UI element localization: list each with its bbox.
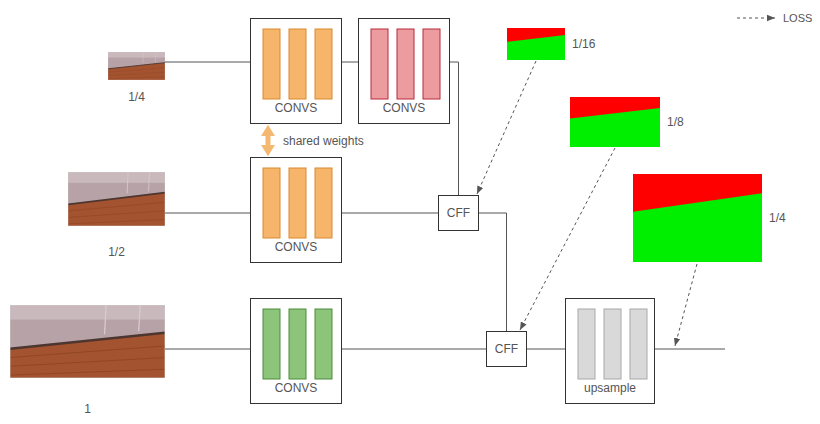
- upsample-block: upsample: [565, 298, 655, 404]
- shared-weights-arrow: [266, 136, 271, 145]
- input-image: 1: [10, 305, 165, 378]
- photo-illustration: [108, 52, 165, 80]
- conv-block: CONVS: [250, 157, 342, 263]
- scale-label: 1/8: [667, 115, 684, 129]
- data-flow-line: [450, 62, 459, 195]
- label-map: [570, 97, 660, 147]
- loss-map: 1/8: [570, 97, 660, 147]
- loss-map: 1/16: [507, 28, 565, 60]
- loss-leader: [675, 264, 697, 346]
- data-flow-line: [342, 213, 438, 214]
- block-label: CFF: [487, 342, 526, 356]
- data-flow-line: [165, 213, 250, 214]
- loss-arrow: [477, 61, 536, 194]
- data-flow-line: [342, 62, 358, 63]
- data-flow-line: [479, 213, 507, 331]
- conv-block: CONVS: [250, 18, 342, 124]
- scale-label: 1/2: [68, 245, 165, 259]
- cff-box: CFF: [486, 331, 527, 367]
- cff-box: CFF: [438, 195, 479, 231]
- block-label: CONVS: [251, 240, 341, 254]
- scale-label: 1: [10, 402, 165, 416]
- scale-label: 1/4: [108, 90, 165, 104]
- label-map: [633, 174, 762, 262]
- conv-block: CONVS: [250, 298, 342, 404]
- scale-label: 1/4: [769, 211, 786, 225]
- data-flow-line: [342, 349, 486, 350]
- photo-illustration: [10, 305, 165, 378]
- output-line: [655, 349, 725, 350]
- loss-map: 1/4: [633, 174, 762, 262]
- label-map: [507, 28, 565, 60]
- block-label: CFF: [439, 206, 478, 220]
- edge-label: shared weights: [281, 134, 366, 148]
- block-label: CONVS: [251, 101, 341, 115]
- input-image: 1/4: [108, 52, 165, 80]
- block-label: CONVS: [251, 381, 341, 395]
- photo-illustration: [68, 172, 165, 226]
- legend-sample: [737, 18, 775, 19]
- block-label: CONVS: [359, 101, 449, 115]
- scale-label: 1/16: [572, 37, 595, 51]
- input-image: 1/2: [68, 172, 165, 226]
- data-flow-line: [165, 349, 250, 350]
- block-label: upsample: [566, 381, 654, 395]
- data-flow-line: [165, 62, 250, 63]
- conv-block: CONVS: [358, 18, 450, 124]
- legend-label: LOSS: [783, 11, 812, 25]
- data-flow-line: [527, 349, 565, 350]
